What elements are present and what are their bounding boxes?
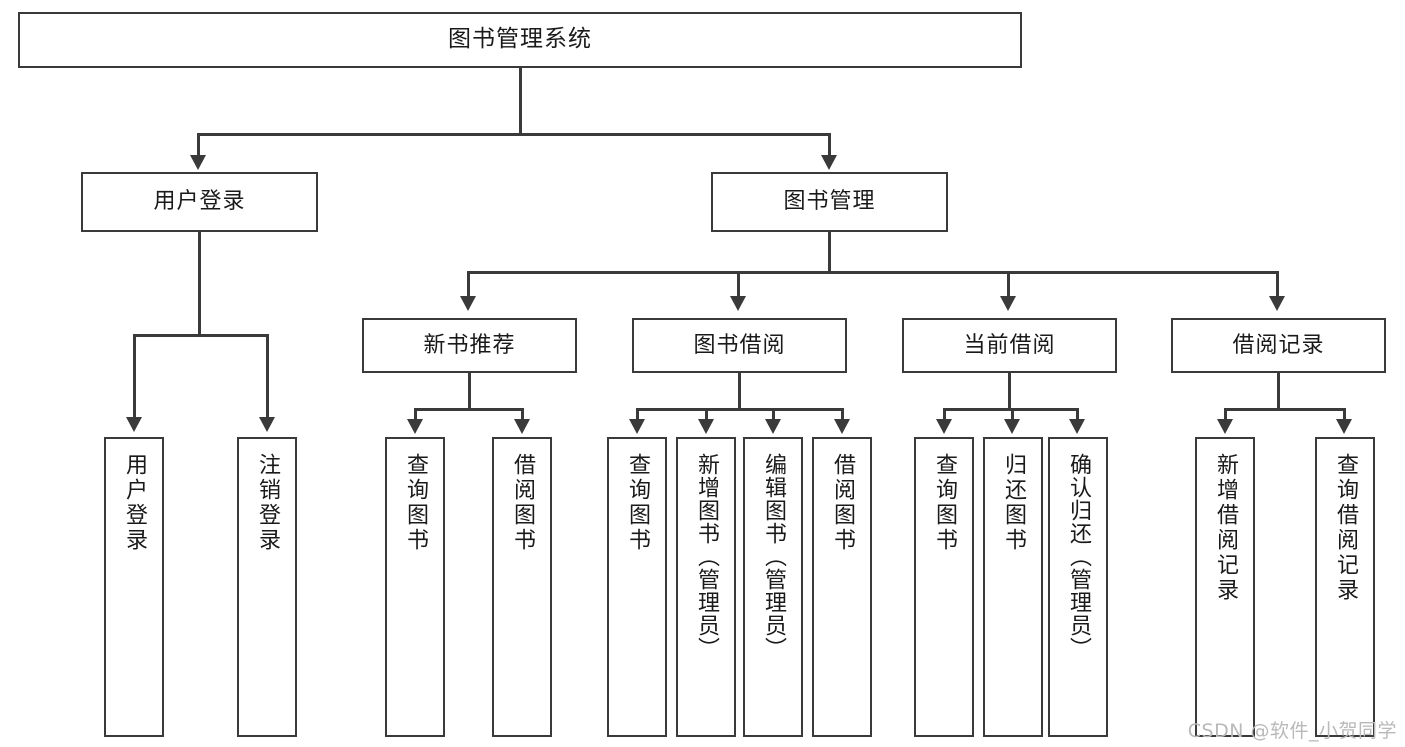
node-book-management[interactable]: 图书管理 xyxy=(711,172,948,232)
connector-to-new-book-recommend xyxy=(467,271,470,297)
connector-to-borrow-record xyxy=(1276,271,1279,297)
connector-new-book-recommend-drop-1 xyxy=(414,408,417,420)
connector-borrow-record-drop-2 xyxy=(1343,408,1346,420)
connector-book-borrow-drop-2 xyxy=(705,408,708,420)
connector-current-borrow-bus xyxy=(943,408,1078,411)
connector-root-stem xyxy=(519,68,522,134)
connector-to-current-borrow xyxy=(1007,271,1010,297)
arrowhead-user-login-leaf-1 xyxy=(126,417,142,432)
leaf-current-borrow-return-book[interactable]: 归还图书 xyxy=(983,437,1043,737)
connector-current-borrow-drop-3 xyxy=(1076,408,1079,420)
arrowhead-to-book-management xyxy=(821,155,837,170)
arrowhead-to-user-login xyxy=(190,155,206,170)
leaf-label: 查询图书 xyxy=(932,453,957,553)
leaf-book-borrow-add-book-admin[interactable]: 新增图书（管理员） xyxy=(676,437,736,737)
arrowhead-to-new-book-recommend xyxy=(460,296,476,311)
connector-book-borrow-drop-1 xyxy=(636,408,639,420)
node-new-book-recommend[interactable]: 新书推荐 xyxy=(362,318,577,373)
arrowhead-user-login-leaf-2 xyxy=(259,417,275,432)
node-label: 用户登录 xyxy=(153,189,246,215)
leaf-label: 查询图书 xyxy=(403,453,428,553)
arrowhead-new-book-recommend-leaf-1 xyxy=(407,419,423,434)
connector-borrow-record-drop-1 xyxy=(1224,408,1227,420)
connector-book-borrow-drop-4 xyxy=(841,408,844,420)
connector-book-borrow-bus xyxy=(636,408,844,411)
connector-level1-bus xyxy=(197,133,831,136)
node-label: 图书管理 xyxy=(783,189,876,215)
connector-user-login-drop-2 xyxy=(266,334,269,418)
leaf-label: 确认归还（管理员） xyxy=(1066,453,1091,660)
connector-new-book-recommend-drop-2 xyxy=(521,408,524,420)
connector-user-login-bus xyxy=(133,334,269,337)
node-root-book-management-system[interactable]: 图书管理系统 xyxy=(18,12,1022,68)
leaf-book-borrow-edit-book-admin[interactable]: 编辑图书（管理员） xyxy=(743,437,803,737)
node-current-borrow[interactable]: 当前借阅 xyxy=(902,318,1117,373)
leaf-new-book-recommend-query-book[interactable]: 查询图书 xyxy=(385,437,445,737)
leaf-new-book-recommend-borrow-book[interactable]: 借阅图书 xyxy=(492,437,552,737)
leaf-book-borrow-borrow-book[interactable]: 借阅图书 xyxy=(812,437,872,737)
leaf-label: 新增图书（管理员） xyxy=(694,453,719,660)
leaf-label: 查询图书 xyxy=(625,453,650,553)
leaf-label: 借阅图书 xyxy=(830,453,855,553)
connector-book-borrow-stem xyxy=(738,373,741,410)
arrowhead-borrow-record-leaf-2 xyxy=(1336,419,1352,434)
connector-new-book-recommend-bus xyxy=(414,408,524,411)
node-label: 当前借阅 xyxy=(963,332,1056,358)
connector-current-borrow-drop-1 xyxy=(943,408,946,420)
node-label: 图书管理系统 xyxy=(448,26,592,53)
arrowhead-to-current-borrow xyxy=(1000,296,1016,311)
node-label: 图书借阅 xyxy=(693,332,786,358)
leaf-book-borrow-query-book[interactable]: 查询图书 xyxy=(607,437,667,737)
leaf-borrow-record-add-record[interactable]: 新增借阅记录 xyxy=(1195,437,1255,737)
leaf-label: 查询借阅记录 xyxy=(1333,453,1358,603)
connector-user-login-drop-1 xyxy=(133,334,136,418)
connector-user-login-stem xyxy=(198,232,201,336)
arrowhead-current-borrow-leaf-2 xyxy=(1004,419,1020,434)
connector-borrow-record-bus xyxy=(1224,408,1346,411)
connector-new-book-recommend-stem xyxy=(468,373,471,410)
connector-to-book-management xyxy=(828,133,831,156)
arrowhead-to-borrow-record xyxy=(1269,296,1285,311)
leaf-current-borrow-confirm-return-admin[interactable]: 确认归还（管理员） xyxy=(1048,437,1108,737)
connector-to-user-login xyxy=(197,133,200,156)
leaf-label: 编辑图书（管理员） xyxy=(761,453,786,660)
arrowhead-book-borrow-leaf-3 xyxy=(765,419,781,434)
arrowhead-new-book-recommend-leaf-2 xyxy=(514,419,530,434)
arrowhead-book-borrow-leaf-4 xyxy=(834,419,850,434)
leaf-label: 用户登录 xyxy=(122,453,147,553)
node-book-borrow[interactable]: 图书借阅 xyxy=(632,318,847,373)
arrowhead-book-borrow-leaf-1 xyxy=(629,419,645,434)
connector-book-management-stem xyxy=(828,232,831,273)
leaf-label: 新增借阅记录 xyxy=(1213,453,1238,603)
connector-current-borrow-drop-2 xyxy=(1011,408,1014,420)
leaf-current-borrow-query-book[interactable]: 查询图书 xyxy=(914,437,974,737)
arrowhead-to-book-borrow xyxy=(730,296,746,311)
arrowhead-current-borrow-leaf-3 xyxy=(1069,419,1085,434)
arrowhead-book-borrow-leaf-2 xyxy=(698,419,714,434)
node-user-login[interactable]: 用户登录 xyxy=(81,172,318,232)
arrowhead-current-borrow-leaf-1 xyxy=(936,419,952,434)
connector-book-borrow-drop-3 xyxy=(772,408,775,420)
leaf-label: 注销登录 xyxy=(255,453,280,553)
leaf-user-login-login[interactable]: 用户登录 xyxy=(104,437,164,737)
arrowhead-borrow-record-leaf-1 xyxy=(1217,419,1233,434)
node-label: 借阅记录 xyxy=(1232,332,1325,358)
leaf-label: 归还图书 xyxy=(1001,453,1026,553)
leaf-label: 借阅图书 xyxy=(510,453,535,553)
leaf-user-login-logout[interactable]: 注销登录 xyxy=(237,437,297,737)
connector-current-borrow-stem xyxy=(1008,373,1011,410)
connector-level2-bus xyxy=(467,271,1279,274)
node-label: 新书推荐 xyxy=(423,332,516,358)
leaf-borrow-record-query-record[interactable]: 查询借阅记录 xyxy=(1315,437,1375,737)
connector-borrow-record-stem xyxy=(1277,373,1280,410)
node-borrow-record[interactable]: 借阅记录 xyxy=(1171,318,1386,373)
connector-to-book-borrow xyxy=(737,271,740,297)
